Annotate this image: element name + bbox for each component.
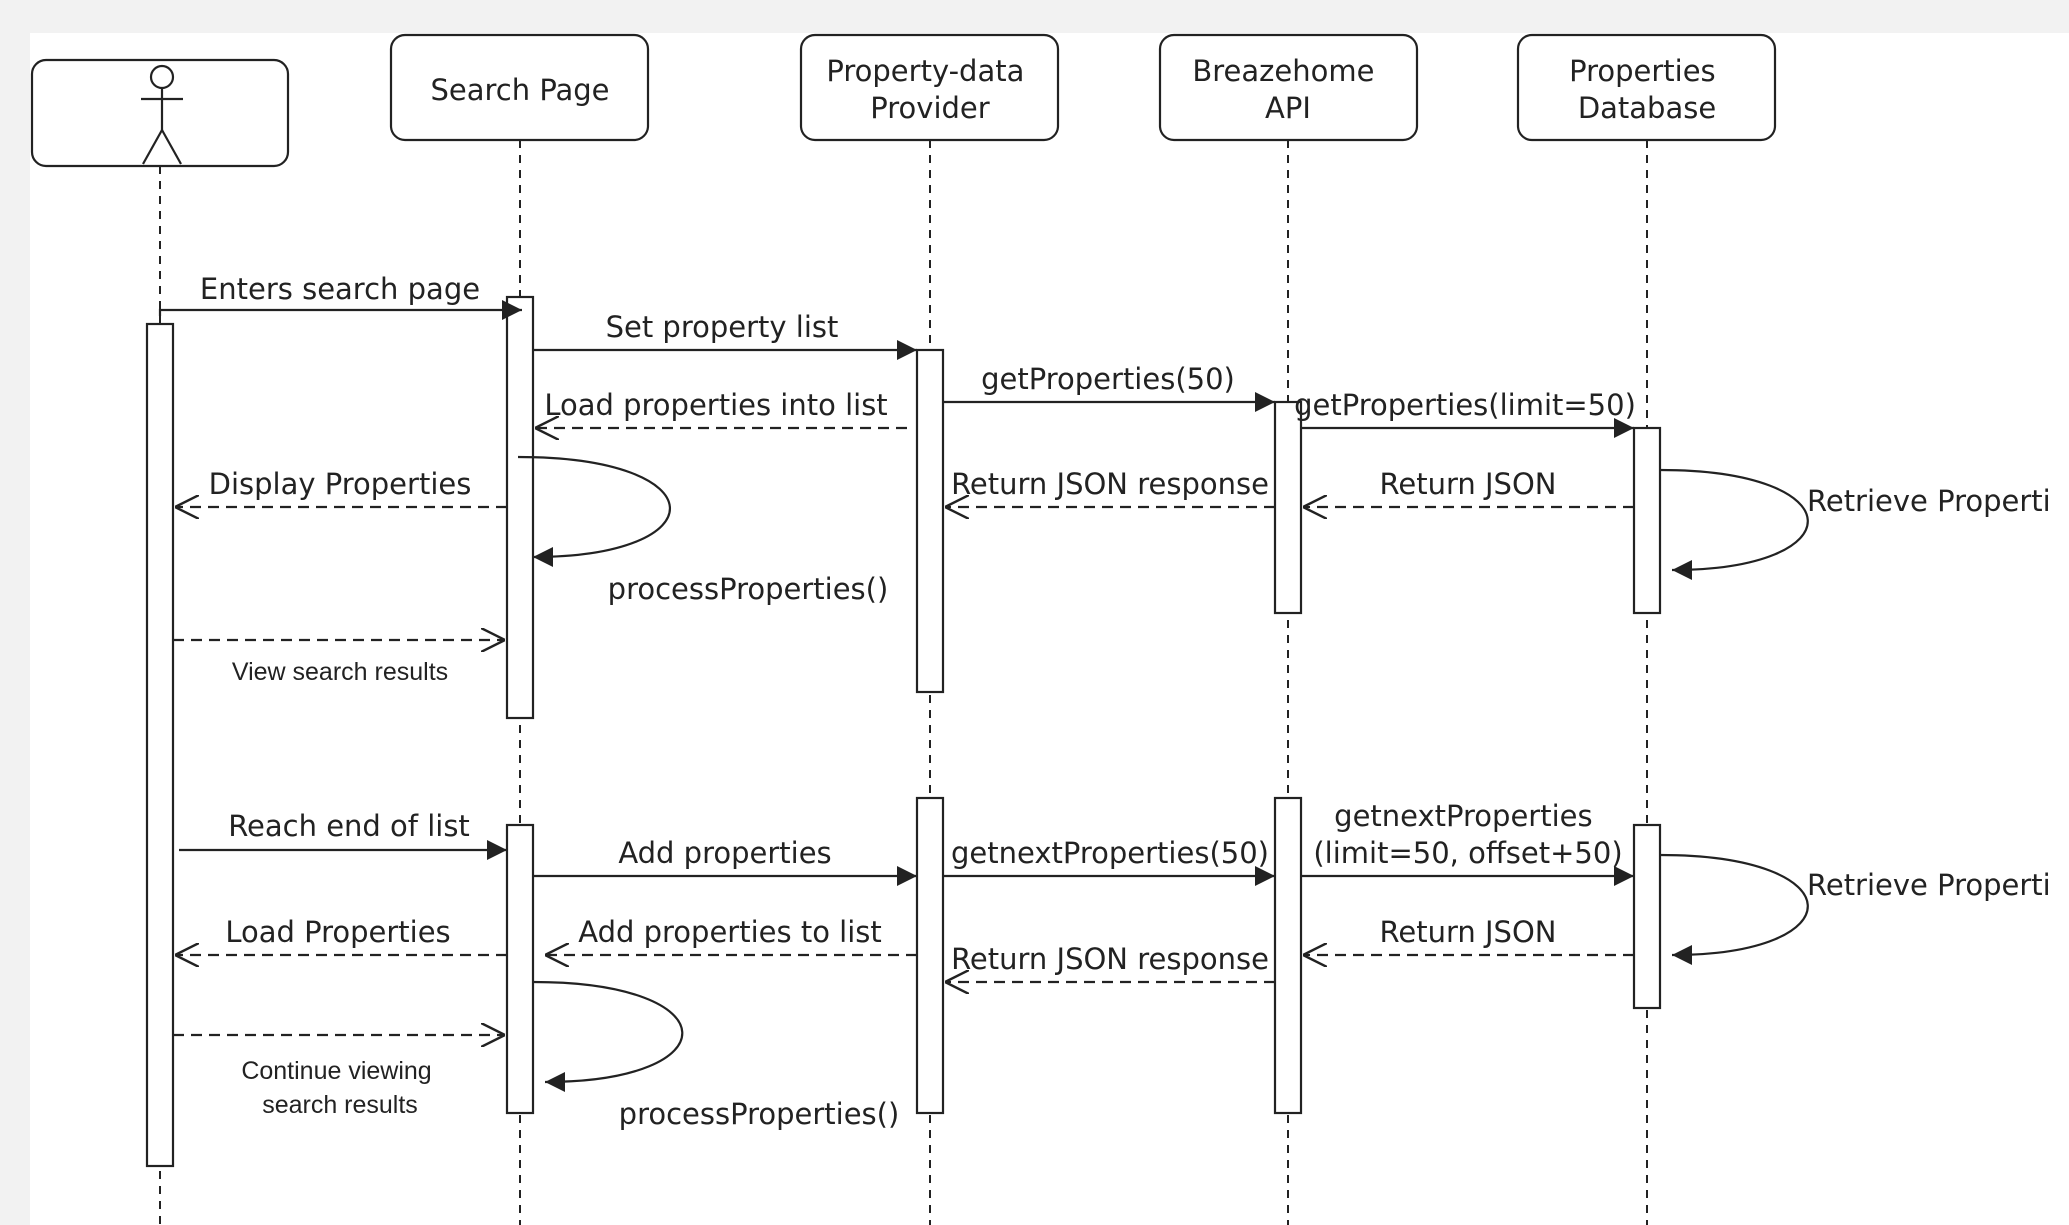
self-call-process-properties-2: processProperties() [619,1097,900,1131]
activation-api-1 [1273,400,1303,615]
svg-text:Properties Database: Properties Database [1569,54,1725,125]
message-enters-search-page: Enters search page [200,272,480,306]
message-reach-end-of-list: Reach end of list [228,809,470,843]
message-getnext-properties-limit-line2: (limit=50, offset+50) [1313,836,1622,870]
participant-provider-label-line1: Property-data [826,54,1024,88]
activation-database-2 [1632,823,1662,1010]
message-display-properties: Display Properties [209,467,472,501]
participant-database: Properties Database [1516,33,1777,142]
self-call-process-properties-1: processProperties() [608,572,889,606]
self-call-retrieve-properties-2: Retrieve Properti [1807,868,2051,902]
participant-api-label-line2: API [1265,91,1311,125]
self-call-process-properties-2-arrow [532,980,684,1092]
participant-user [30,58,290,168]
self-call-retrieve-properties-2-arrow [1659,853,1809,965]
svg-text:Property-data Provider: Property-data Provider [826,54,1033,125]
diagram-canvas [30,33,2069,1225]
message-load-properties-into-list: Load properties into list [544,388,887,422]
message-load-properties: Load Properties [225,915,450,949]
activation-user [145,322,175,1168]
message-return-json-response-2: Return JSON response [951,942,1269,976]
message-return-json-response-1: Return JSON response [951,467,1269,501]
message-view-search-results: View search results [232,658,448,686]
activation-provider-2 [915,796,945,1115]
activation-api-2 [1273,796,1303,1115]
message-continue-viewing-line2: search results [262,1091,418,1119]
participant-api: Breazehome API [1158,33,1419,142]
message-set-property-list: Set property list [606,310,839,344]
self-call-retrieve-properties-1: Retrieve Properti [1807,484,2051,518]
activation-provider-1 [915,348,945,694]
message-return-json-2: Return JSON [1380,915,1557,949]
svg-text:Continue viewing search re: Continue viewing search results [241,1057,438,1119]
message-return-json-1: Return JSON [1380,467,1557,501]
self-call-retrieve-properties-1-arrow [1659,468,1809,580]
message-add-properties-to-list: Add properties to list [578,915,882,949]
participant-search-page: Search Page [389,33,650,142]
activation-search-page-1 [505,295,535,720]
participant-search-page-label: Search Page [430,73,609,107]
activation-database-1 [1632,426,1662,615]
participant-database-label-line2: Database [1578,91,1716,125]
participant-database-label-line1: Properties [1569,54,1716,88]
svg-text:getnextProperties (limit=5: getnextProperties (limit=50, offset+50) [1313,799,1622,870]
participant-provider-label-line2: Provider [870,91,989,125]
message-enters-search-page-arrow [158,300,522,320]
svg-text:Breazehome API: Breazehome API [1192,54,1383,125]
participant-api-label-line1: Breazehome [1192,54,1374,88]
self-call-process-properties-1-arrow [517,455,671,567]
message-get-properties-limit: getProperties(limit=50) [1294,388,1636,422]
activation-search-page-2 [505,823,535,1115]
message-getnext-properties-limit-line1: getnextProperties [1334,799,1592,833]
message-getnext-properties: getnextProperties(50) [951,836,1269,870]
message-get-properties: getProperties(50) [981,362,1235,396]
user-actor-icon [141,64,183,165]
message-continue-viewing-line1: Continue viewing [241,1057,431,1085]
message-add-properties: Add properties [618,836,831,870]
participant-provider: Property-data Provider [799,33,1060,142]
